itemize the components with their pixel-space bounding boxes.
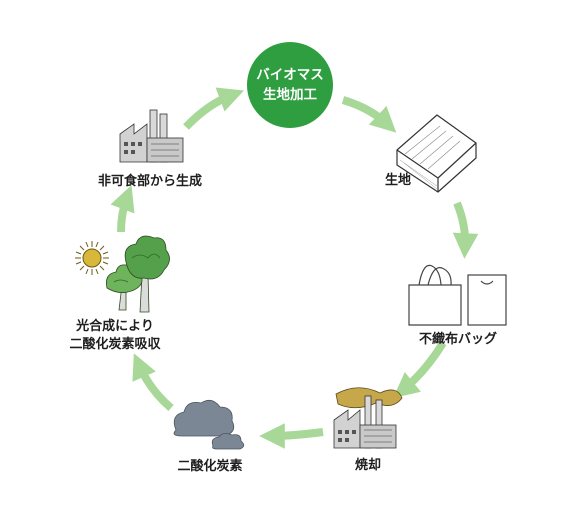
folded-fabric-icon [396,114,477,193]
step-label-incineration: 焼却 [354,458,382,473]
step-label-nonwoven-bag: 不織布バッグ [418,332,498,347]
center-label-line2: 生地加工 [263,87,317,103]
arrow-center-to-fabric [341,96,397,133]
cycle-arrows [110,87,479,449]
step-label-co2: 二酸化炭素 [177,459,243,474]
arrow-fabric-to-bag [452,201,479,259]
center-label-line1: バイオマス [256,67,324,83]
step-label-fabric: 生地 [384,173,412,188]
sun-icon [75,241,109,275]
arrow-photosynthesis-to-production [110,185,135,233]
incineration-factory-icon [333,387,403,449]
arrow-co2-to-photosynthesis [132,353,174,412]
photosynthesis-line1: 光合成により [76,319,154,334]
production-factory-icon [119,109,184,163]
arrow-incineration-to-co2 [259,423,324,449]
co2-cloud-icon [173,399,245,450]
tree-icon [106,235,170,313]
center-circle [247,42,333,128]
arrow-bag-to-incineration [393,340,447,399]
step-label-photosynthesis: 光合成により 二酸化炭素吸収 [69,318,160,354]
photosynthesis-line2: 二酸化炭素吸収 [69,337,161,352]
arrow-production-to-center [183,87,244,130]
step-label-production: 非可食部から生成 [97,174,203,189]
nonwoven-bag-icon [408,264,507,326]
